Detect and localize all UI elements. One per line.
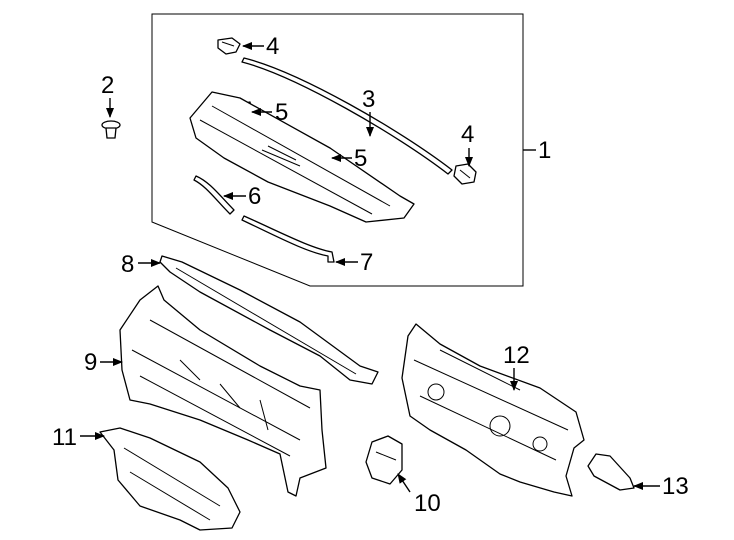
callout-6: 6 [223, 183, 261, 210]
assembly-box [151, 13, 524, 287]
callout-label-10: 10 [414, 490, 441, 517]
callout-label-4b: 4 [461, 121, 474, 148]
callout-label-11: 11 [52, 424, 77, 451]
part-insulator-11 [99, 427, 241, 531]
callout-label-3: 3 [362, 86, 375, 113]
callout-8: 8 [121, 251, 161, 278]
callout-9: 9 [84, 349, 123, 376]
part-seal-7 [241, 215, 335, 263]
part-hose-6 [193, 175, 235, 215]
part-cowl-panel [189, 91, 415, 223]
callout-label-6: 6 [248, 183, 261, 210]
part-seal-3 [241, 57, 453, 175]
callout-11: 11 [52, 424, 105, 451]
callout-label-9: 9 [84, 349, 97, 376]
part-bracket-10 [365, 435, 403, 485]
callout-7: 7 [335, 249, 373, 276]
callout-4b: 4 [461, 121, 474, 167]
callout-2: 2 [101, 72, 114, 118]
callout-1: 1 [523, 137, 551, 164]
callout-label-8: 8 [121, 251, 134, 278]
callout-5a: 5 [251, 99, 288, 126]
callout-label-13: 13 [662, 473, 689, 500]
callout-12: 12 [503, 342, 530, 391]
part-clip-4-top [217, 37, 241, 55]
part-clip-4-right [453, 163, 477, 185]
callout-label-1: 1 [538, 137, 551, 164]
callout-label-5b: 5 [354, 145, 367, 172]
callout-10: 10 [397, 473, 441, 517]
callout-label-5a: 5 [275, 99, 288, 126]
callout-label-2: 2 [101, 72, 114, 99]
callout-label-4a: 4 [266, 33, 279, 60]
callout-13: 13 [633, 473, 689, 500]
callout-4a: 4 [242, 33, 279, 60]
part-cowl-bar-8 [159, 255, 379, 385]
part-silencer-12 [401, 323, 585, 497]
callout-3: 3 [362, 86, 375, 137]
callout-label-7: 7 [360, 249, 373, 276]
part-fastener-2 [101, 120, 121, 139]
part-dash-panel-9 [119, 285, 327, 497]
callout-label-12: 12 [503, 342, 530, 369]
callout-5b: 5 [331, 145, 367, 172]
part-grommet-13 [587, 453, 635, 491]
